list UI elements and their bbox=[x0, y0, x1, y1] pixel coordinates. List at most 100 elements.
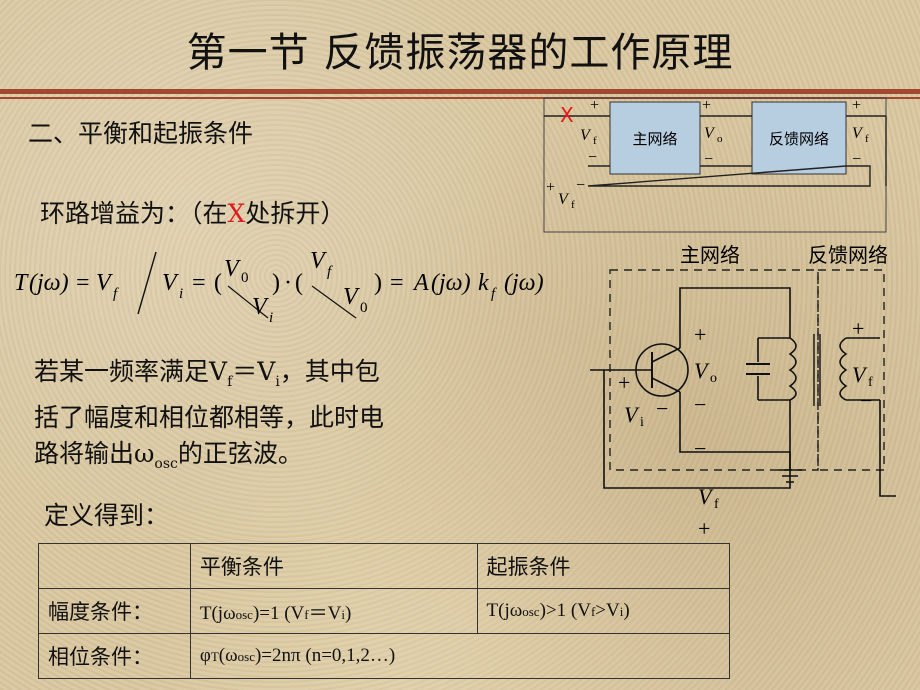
feedback-network-box bbox=[751, 101, 847, 175]
formula-slash-3 bbox=[311, 285, 357, 319]
bd-vo: V bbox=[704, 125, 716, 142]
formula-V0-num: V bbox=[224, 256, 241, 282]
circuit-minus-lower: − bbox=[694, 436, 706, 461]
formula-V0-sub: 0 bbox=[241, 270, 249, 286]
conditions-table: 平衡条件 起振条件 幅度条件： T(jωosc)=1 (Vf＝Vi) T(jωo… bbox=[38, 543, 731, 679]
formula-V0-den-sub: 0 bbox=[360, 300, 368, 316]
description-line-2: 括了幅度和相位都相等，此时电 bbox=[34, 403, 385, 432]
table-row-phase: 相位条件： φT(ωosc)=2nπ (n=0,1,2…) bbox=[38, 633, 731, 679]
condition-description: 若某一频率满足Vf＝Vi，其中包 括了幅度和相位都相等，此时电 路将输出ωosc… bbox=[34, 354, 474, 482]
circuit-vf-sub: f bbox=[868, 375, 873, 390]
transistor-emitter bbox=[651, 377, 681, 393]
table-row-header: 平衡条件 起振条件 bbox=[38, 543, 731, 589]
circuit-main-network-label: 主网络 bbox=[680, 243, 740, 267]
circuit-vo-sub: o bbox=[710, 371, 717, 386]
formula-jw-1: (jω) bbox=[29, 270, 69, 296]
formula-eq-1: = bbox=[76, 270, 90, 296]
feedback-output-wire bbox=[879, 400, 896, 497]
bd-vf-2-sub: f bbox=[865, 133, 869, 145]
feedback-network-dashed-box bbox=[817, 269, 885, 471]
formula-paren-l-2: ( bbox=[295, 270, 303, 296]
title-rule-thin bbox=[0, 97, 920, 99]
circuit-vf-bottom-plus: + bbox=[698, 516, 710, 540]
bottom-wires bbox=[587, 165, 871, 187]
formula-Vi-sub: i bbox=[179, 286, 183, 302]
bd-plus-3: + bbox=[852, 97, 861, 114]
formula-Vi-den-sub: i bbox=[269, 310, 273, 324]
loop-gain-prefix: 环路增益为： bbox=[40, 199, 191, 228]
circuit-vi-sub: i bbox=[640, 415, 644, 430]
feedback-block-diagram: 主网络 反馈网络 X + V f − + V o − + V f − + V f… bbox=[543, 97, 887, 233]
amplitude-label: 幅度条件： bbox=[38, 588, 191, 634]
phase-condition: φT(ωosc)=2nπ (n=0,1,2…) bbox=[189, 633, 731, 679]
tank-wires bbox=[757, 337, 790, 401]
collector-wire bbox=[679, 287, 791, 348]
circuit-vi: V bbox=[624, 402, 640, 427]
formula-jw-3: (jω) bbox=[504, 270, 544, 296]
primary-inductor-icon bbox=[788, 337, 797, 401]
title-rule-thick bbox=[0, 89, 920, 94]
circuit-vf: V bbox=[852, 362, 868, 387]
secondary-inductor-icon bbox=[839, 337, 848, 401]
formula-k: k bbox=[478, 270, 489, 296]
circuit-feedback-network-label: 反馈网络 bbox=[808, 243, 888, 267]
bd-plus-4: + bbox=[546, 179, 555, 196]
loop-gain-paren-open: （在 bbox=[190, 199, 228, 228]
formula-Vf-sub: f bbox=[113, 286, 119, 302]
bd-minus-1: − bbox=[588, 149, 597, 166]
formula-eq-2: = bbox=[192, 270, 206, 296]
transistor-collector bbox=[651, 347, 681, 363]
circuit-vf-plus: + bbox=[852, 316, 864, 341]
bd-vo-sub: o bbox=[717, 133, 723, 145]
formula-jw-2: (jω) bbox=[431, 270, 471, 296]
main-network-box bbox=[609, 101, 701, 175]
circuit-vi-plus: + bbox=[618, 370, 630, 395]
formula-Vf-num-sub: f bbox=[327, 264, 333, 280]
bd-plus-1: + bbox=[590, 97, 599, 114]
table-header-start: 起振条件 bbox=[476, 543, 731, 589]
formula-Vf-num: V bbox=[310, 248, 327, 274]
oscillator-circuit: 主网络 反馈网络 + V o − − + V f − + V i − V f + bbox=[590, 243, 896, 540]
amplitude-start-condition: T(jωosc)>1 (Vf>Vi) bbox=[476, 588, 731, 634]
table-header-balance: 平衡条件 bbox=[189, 543, 478, 589]
amplitude-balance-condition: T(jωosc)=1 (Vf＝Vi) bbox=[189, 588, 478, 634]
formula-Vi-den: V bbox=[252, 294, 269, 320]
circuit-vf-bottom-sub: f bbox=[714, 497, 719, 512]
formula-k-sub: f bbox=[491, 286, 497, 302]
loop-gain-paren-close: 处拆开） bbox=[245, 199, 346, 228]
formula-eq-3: = bbox=[390, 270, 404, 296]
phase-label: 相位条件： bbox=[38, 633, 191, 679]
formula-V0-den: V bbox=[343, 284, 360, 310]
circuit-vf-minus: − bbox=[860, 388, 872, 413]
bd-vf-3-sub: f bbox=[571, 199, 575, 211]
main-network-label: 主网络 bbox=[632, 130, 677, 148]
formula-slash-1 bbox=[137, 251, 157, 315]
feedback-network-label: 反馈网络 bbox=[769, 130, 829, 148]
bd-vf-2: V bbox=[852, 125, 864, 142]
bd-vf-1-sub: f bbox=[593, 135, 597, 147]
break-x-mark: X bbox=[560, 103, 574, 127]
secondary-wires bbox=[846, 337, 880, 401]
loop-gain-x-mark: X bbox=[227, 199, 246, 228]
emitter-wire bbox=[679, 392, 791, 453]
table-header-empty bbox=[38, 543, 191, 589]
circuit-vf-bottom: V bbox=[698, 484, 714, 509]
formula-Vi: V bbox=[162, 270, 179, 296]
circuit-vo-minus: − bbox=[694, 392, 706, 417]
formula-paren-r-2: ) bbox=[374, 270, 382, 296]
bd-minus-2: − bbox=[704, 151, 713, 168]
formula-paren-r-1: ) bbox=[272, 270, 280, 296]
description-line-3: 路将输出ωosc的正弦波。 bbox=[34, 439, 303, 472]
loop-gain-line: 环路增益为：（在X处拆开） bbox=[40, 194, 345, 230]
formula-Vf: V bbox=[96, 270, 113, 296]
formula-T: T bbox=[14, 270, 29, 296]
loop-gain-formula: T (jω) = V f V i = ( V 0 V i ) · ( V f V… bbox=[14, 248, 544, 324]
formula-A: A bbox=[412, 270, 429, 296]
definition-label: 定义得到： bbox=[44, 501, 170, 530]
section-heading: 二、平衡和起振条件 bbox=[28, 119, 254, 148]
formula-dot: · bbox=[284, 270, 292, 296]
circuit-vo-plus: + bbox=[694, 322, 706, 347]
bd-minus-3: − bbox=[852, 151, 861, 168]
description-line-1: 若某一频率满足Vf＝Vi，其中包 bbox=[34, 357, 380, 390]
feedback-return-wire bbox=[603, 370, 791, 489]
